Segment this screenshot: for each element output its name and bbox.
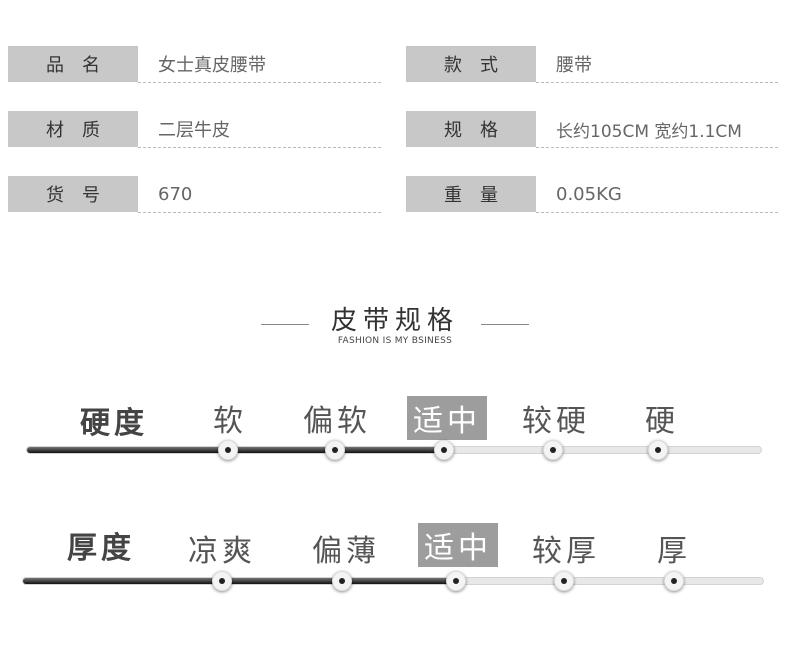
hardness-marker bbox=[543, 440, 563, 460]
spec-value: 二层牛皮 bbox=[158, 120, 230, 141]
thickness-option-selected: 适中 bbox=[418, 523, 498, 567]
spec-row-item-number: 货 号 670 bbox=[8, 176, 381, 213]
dashed-divider bbox=[536, 82, 778, 83]
thickness-marker bbox=[212, 571, 232, 591]
spec-value: 女士真皮腰带 bbox=[158, 55, 266, 76]
hardness-option: 软 bbox=[213, 404, 247, 439]
spec-label: 重 量 bbox=[406, 176, 536, 212]
hardness-marker bbox=[325, 440, 345, 460]
dashed-divider bbox=[138, 212, 381, 213]
spec-label: 款 式 bbox=[406, 46, 536, 82]
spec-row-style: 款 式 腰带 bbox=[406, 46, 778, 83]
hardness-title: 硬度 bbox=[80, 406, 148, 441]
section-title: 皮带规格 bbox=[330, 306, 459, 336]
dashed-divider bbox=[138, 82, 381, 83]
section-subtitle: FASHION IS MY BSINESS bbox=[337, 336, 453, 346]
spec-value: 长约105CM 宽约1.1CM bbox=[556, 121, 742, 142]
section-heading: 皮带规格 bbox=[0, 300, 790, 337]
spec-value: 0.05KG bbox=[556, 183, 622, 205]
spec-label: 规 格 bbox=[406, 111, 536, 147]
spec-label: 品 名 bbox=[8, 46, 138, 82]
spec-row-material: 材 质 二层牛皮 bbox=[8, 111, 381, 148]
hardness-marker bbox=[648, 440, 668, 460]
thickness-option: 厚 bbox=[657, 534, 691, 569]
heading-line-left bbox=[260, 324, 309, 325]
spec-label: 材 质 bbox=[8, 111, 138, 147]
hardness-option: 较硬 bbox=[522, 404, 590, 439]
dashed-divider bbox=[536, 147, 778, 148]
thickness-marker bbox=[664, 571, 684, 591]
hardness-option-selected: 适中 bbox=[407, 396, 487, 440]
spec-row-name: 品 名 女士真皮腰带 bbox=[8, 46, 381, 83]
thickness-title: 厚度 bbox=[67, 531, 135, 566]
thickness-option: 较厚 bbox=[532, 534, 600, 569]
heading-line-right bbox=[481, 324, 529, 325]
hardness-marker-selected bbox=[434, 440, 454, 460]
dashed-divider bbox=[138, 147, 381, 148]
thickness-marker bbox=[554, 571, 574, 591]
hardness-option: 硬 bbox=[645, 404, 679, 439]
spec-value: 670 bbox=[158, 183, 193, 205]
hardness-option: 偏软 bbox=[303, 404, 371, 439]
thickness-marker-selected bbox=[446, 571, 466, 591]
thickness-fill bbox=[23, 578, 456, 584]
spec-row-size: 规 格 长约105CM 宽约1.1CM bbox=[406, 111, 778, 148]
spec-label: 货 号 bbox=[8, 176, 138, 212]
spec-value: 腰带 bbox=[556, 55, 592, 76]
thickness-marker bbox=[332, 571, 352, 591]
thickness-option: 偏薄 bbox=[312, 534, 380, 569]
spec-row-weight: 重 量 0.05KG bbox=[406, 176, 778, 213]
dashed-divider bbox=[536, 212, 778, 213]
hardness-marker bbox=[218, 440, 238, 460]
thickness-option: 凉爽 bbox=[188, 534, 256, 569]
